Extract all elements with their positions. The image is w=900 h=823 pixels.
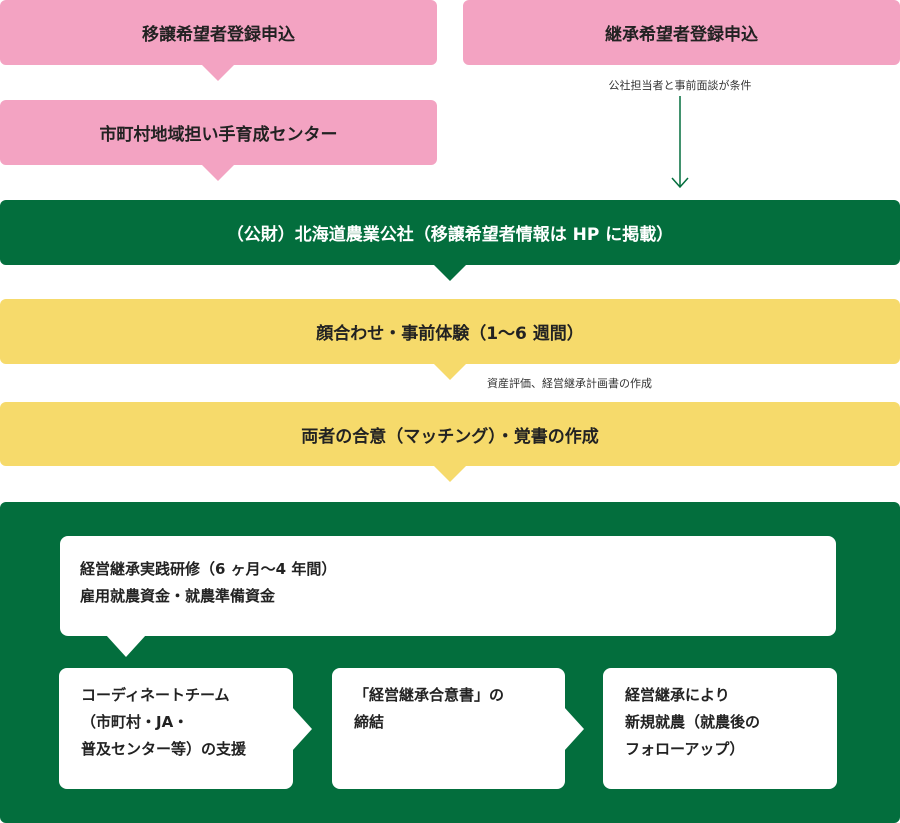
coordinate-line: 普及センター等）の支援: [81, 740, 247, 758]
down-arrow-icon: [201, 164, 235, 181]
coordinate-line: コーディネートチーム: [81, 686, 230, 704]
training-line: 経営継承実践研修（6 ヶ月〜4 年間）: [80, 560, 337, 578]
transfer-application-box: 移譲希望者登録申込: [0, 0, 437, 65]
contract-line: 「経営継承合意書」の: [354, 686, 505, 704]
down-arrow-icon: [671, 96, 689, 189]
local-center-label: 市町村地域担い手育成センター: [99, 125, 338, 145]
local-center-box: 市町村地域担い手育成センター: [0, 100, 437, 165]
public-corp-label: （公財）北海道農業公社（移譲希望者情報は HP に掲載）: [226, 225, 674, 245]
contract-box: 「経営継承合意書」の 締結: [332, 668, 565, 789]
public-corp-box: （公財）北海道農業公社（移譲希望者情報は HP に掲載）: [0, 200, 900, 265]
right-arrow-icon: [564, 707, 584, 751]
down-arrow-icon: [433, 465, 467, 482]
agreement-box: 両者の合意（マッチング）・覚書の作成: [0, 402, 900, 466]
succession-application-box: 継承希望者登録申込: [463, 0, 900, 65]
meeting-box: 顔合わせ・事前体験（1〜6 週間）: [0, 299, 900, 364]
agreement-label: 両者の合意（マッチング）・覚書の作成: [301, 426, 599, 447]
coordinate-line: （市町村・JA・: [81, 713, 189, 731]
callout-pointer-icon: [106, 635, 146, 657]
meeting-label: 顔合わせ・事前体験（1〜6 週間）: [316, 324, 584, 344]
assessment-note: 資産評価、経営継承計画書の作成: [487, 377, 652, 390]
new-farming-box: 経営継承により 新規就農（就農後の フォローアップ）: [603, 668, 837, 789]
succession-application-label: 継承希望者登録申込: [605, 25, 758, 45]
right-arrow-icon: [292, 707, 312, 751]
new-farming-line: 新規就農（就農後の: [625, 713, 761, 731]
funding-line: 雇用就農資金・就農準備資金: [80, 587, 276, 605]
down-arrow-icon: [433, 363, 467, 380]
new-farming-line: 経営継承により: [625, 686, 730, 704]
down-arrow-icon: [201, 64, 235, 81]
interview-note: 公社担当者と事前面談が条件: [608, 79, 752, 92]
contract-line: 締結: [354, 713, 385, 731]
coordinate-team-box: コーディネートチーム （市町村・JA・ 普及センター等）の支援: [59, 668, 293, 789]
training-callout: 経営継承実践研修（6 ヶ月〜4 年間） 雇用就農資金・就農準備資金: [60, 536, 836, 636]
new-farming-line: フォローアップ）: [625, 740, 745, 758]
final-stage-panel: 経営継承実践研修（6 ヶ月〜4 年間） 雇用就農資金・就農準備資金 コーディネー…: [0, 502, 900, 823]
down-arrow-icon: [433, 264, 467, 281]
transfer-application-label: 移譲希望者登録申込: [142, 25, 295, 45]
